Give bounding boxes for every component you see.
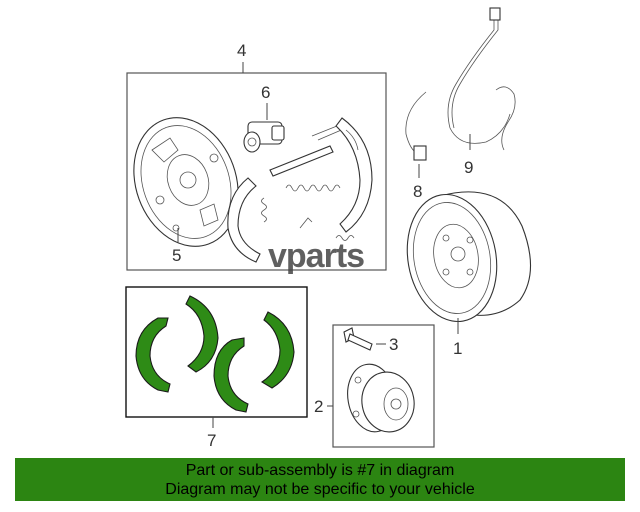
banner-line-2: Diagram may not be specific to your vehi…: [165, 481, 475, 498]
callout-8[interactable]: 8: [413, 182, 422, 201]
brake-shoe-4[interactable]: [260, 311, 295, 389]
wheel-cylinder: [243, 121, 285, 153]
banner-line-1: Part or sub-assembly is #7 in diagram: [185, 462, 455, 479]
parts-diagram: 4 5 6 vparts: [125, 7, 532, 450]
assembly-shoes: [227, 117, 373, 263]
info-banner: Part or sub-assembly is #7 in diagram Di…: [15, 458, 625, 501]
callout-3[interactable]: 3: [389, 335, 398, 354]
callout-7[interactable]: 7: [207, 431, 216, 450]
assembly-box-7: [125, 286, 308, 418]
backing-plate: [133, 117, 239, 247]
hub-bolt: [343, 327, 373, 351]
abs-sensor-wire: [405, 7, 516, 161]
assembly-box-4: [126, 72, 387, 271]
brake-shoe-1[interactable]: [135, 317, 171, 393]
brake-shoe-set[interactable]: [135, 295, 295, 413]
brake-drum: [406, 191, 532, 323]
hub-box: [332, 324, 435, 448]
callout-2[interactable]: 2: [314, 397, 323, 416]
brake-shoe-2[interactable]: [185, 295, 219, 373]
brake-shoe-3[interactable]: [213, 337, 249, 413]
callout-9[interactable]: 9: [464, 158, 473, 177]
callout-6[interactable]: 6: [261, 83, 270, 102]
watermark: vparts: [268, 237, 364, 275]
callout-1[interactable]: 1: [453, 339, 462, 358]
wheel-hub: [347, 363, 415, 433]
callout-4[interactable]: 4: [237, 41, 246, 60]
callout-5[interactable]: 5: [172, 246, 181, 265]
